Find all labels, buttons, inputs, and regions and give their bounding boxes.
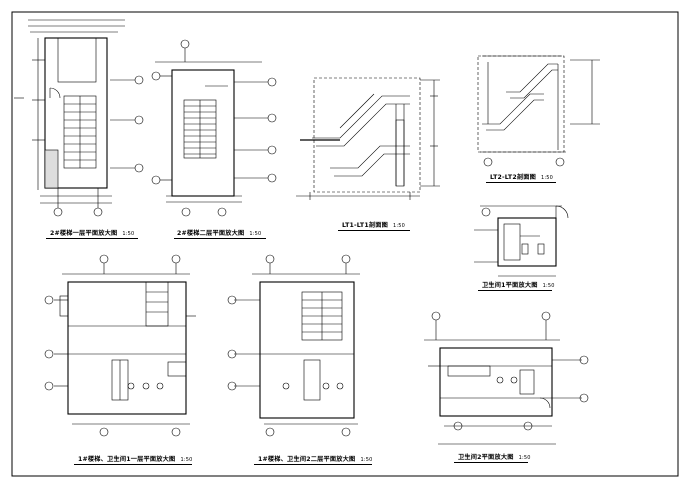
caption-scale: 1:50 bbox=[122, 231, 135, 237]
caption-title: 卫生间2平面放大图 bbox=[458, 454, 514, 461]
caption-title: LT1-LT1剖面图 bbox=[342, 222, 389, 229]
section-lt2 bbox=[477, 55, 600, 167]
plan-stair2-floor1 bbox=[14, 19, 144, 217]
caption-title: LT2-LT2剖面图 bbox=[490, 174, 537, 181]
plan-stair1-toilet2-floor2 bbox=[227, 254, 360, 437]
caption-stair2-floor2: 2#楼梯二层平面放大图 1:50 bbox=[177, 228, 261, 237]
plan-toilet2 bbox=[424, 311, 589, 445]
caption-scale: 1:50 bbox=[393, 223, 406, 229]
caption-title: 1#楼梯、卫生间1一层平面放大图 bbox=[78, 456, 176, 463]
caption-underline bbox=[46, 238, 138, 239]
plan-stair1-toilet1-floor1 bbox=[44, 254, 196, 437]
caption-section-lt1: LT1-LT1剖面图 1:50 bbox=[342, 220, 405, 229]
caption-scale: 1:50 bbox=[249, 231, 262, 237]
caption-underline bbox=[486, 182, 556, 183]
plan-stair2-floor2 bbox=[151, 39, 277, 217]
caption-underline bbox=[174, 238, 266, 239]
sheet-border bbox=[11, 11, 679, 477]
caption-stair2-floor1: 2#楼梯一层平面放大图 1:50 bbox=[50, 228, 134, 237]
caption-scale: 1:50 bbox=[180, 457, 193, 463]
caption-title: 2#楼梯一层平面放大图 bbox=[50, 230, 118, 237]
caption-underline bbox=[478, 290, 552, 291]
caption-toilet2: 卫生间2平面放大图 1:50 bbox=[458, 452, 531, 461]
caption-scale: 1:50 bbox=[360, 457, 373, 463]
caption-stair1-toilet1-floor1: 1#楼梯、卫生间1一层平面放大图 1:50 bbox=[78, 454, 192, 463]
caption-scale: 1:50 bbox=[518, 455, 531, 461]
plan-toilet1 bbox=[474, 205, 569, 277]
caption-title: 1#楼梯、卫生间2二层平面放大图 bbox=[258, 456, 356, 463]
caption-underline bbox=[338, 230, 410, 231]
caption-title: 2#楼梯二层平面放大图 bbox=[177, 230, 245, 237]
caption-scale: 1:50 bbox=[542, 283, 555, 289]
caption-stair1-toilet2-floor2: 1#楼梯、卫生间2二层平面放大图 1:50 bbox=[258, 454, 372, 463]
caption-title: 卫生间1平面放大图 bbox=[482, 282, 538, 289]
caption-section-lt2: LT2-LT2剖面图 1:50 bbox=[490, 172, 553, 181]
caption-scale: 1:50 bbox=[541, 175, 554, 181]
caption-underline bbox=[254, 464, 372, 465]
caption-underline bbox=[74, 464, 192, 465]
caption-underline bbox=[454, 462, 528, 463]
section-lt1 bbox=[296, 77, 440, 200]
caption-toilet1: 卫生间1平面放大图 1:50 bbox=[482, 280, 555, 289]
